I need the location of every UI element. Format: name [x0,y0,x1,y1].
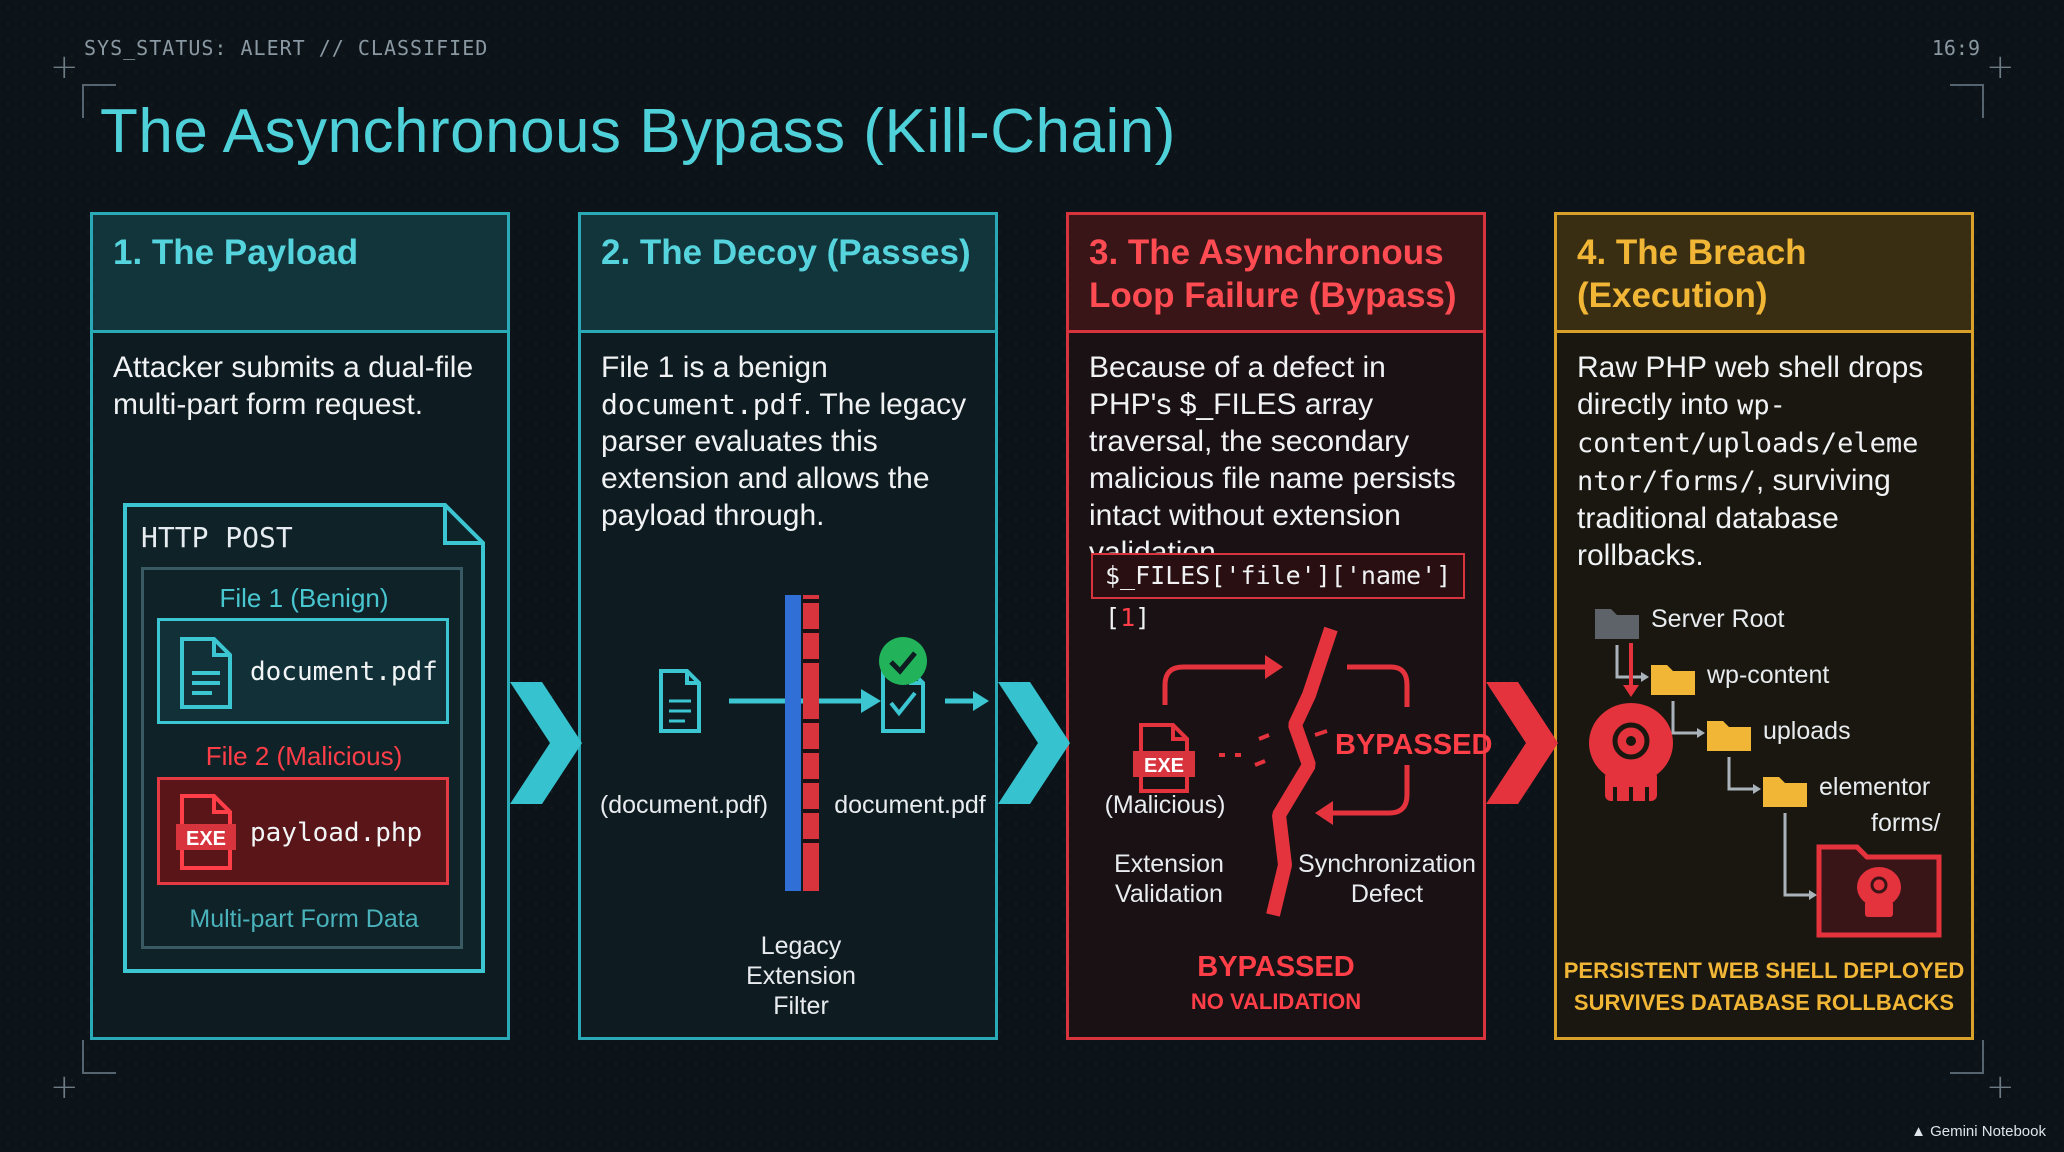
chevron-right-icon [1486,682,1558,804]
folder-icon [1595,609,1639,639]
heading-line: 4. The Breach [1577,233,1807,272]
heading-line: Loop Failure (Bypass) [1089,276,1457,315]
form-data-label: Multi-part Form Data [189,905,419,933]
footer-line: SURVIVES DATABASE ROLLBACKS [1573,990,1955,1015]
folder-icon [1707,721,1751,751]
bypassed-side-label: BYPASSED [1335,729,1493,761]
check-circle-icon [879,637,927,685]
exe-file-icon [1133,723,1195,793]
panel-payload: 1. The Payload Attacker submits a dual-f… [90,212,510,1040]
body-code: wp-content/uploads/eleme ntor/forms/ [1577,390,1918,497]
page-title: The Asynchronous Bypass (Kill-Chain) [100,97,1176,166]
bypass-graphic [1133,626,1410,917]
http-post-label: HTTP POST [141,521,293,554]
code-text: ] [1135,603,1151,632]
file1-label: File 1 (Benign) [219,583,389,613]
left-doc-label: (document.pdf) [599,791,769,819]
panel-body: Attacker submits a dual-file multi-part … [113,351,474,421]
crosshair-icon: + [1986,1067,2015,1107]
sync-defect-label: Synchronization Defect [1287,849,1487,909]
body-text: File 1 is a benign [601,351,828,384]
folder-icon [1763,777,1807,807]
corner-bracket [82,84,116,118]
corner-bracket [82,1040,116,1074]
decoy-flow-graphic [659,595,989,891]
code-text: $_FILES['file']['name'][ [1105,561,1452,632]
label-line: Synchronization [1298,850,1476,878]
infected-folder-icon [1816,844,1942,938]
panel-breach: 4. The Breach (Execution) Raw PHP web sh… [1554,212,1974,1040]
panel-body: File 1 is a benign document.pdf. The leg… [581,333,995,534]
document-icon [180,637,232,709]
panel-decoy: 2. The Decoy (Passes) File 1 is a benign… [578,212,998,1040]
filter-bar [785,595,801,891]
panel-bypass: 3. The Asynchronous Loop Failure (Bypass… [1066,212,1492,1040]
body-code: document.pdf [601,388,804,421]
form-data-box [141,567,463,949]
heading-line: (Execution) [1577,276,1768,315]
exe-badge: EXE [1143,755,1185,777]
crosshair-icon: + [1986,47,2015,87]
aspect-ratio-label: 16:9 [1931,36,1980,60]
file2-card: EXE payload.php [157,777,449,885]
panel-body: Because of a defect in PHP's $_FILES arr… [1089,351,1456,569]
folder-icon [1651,665,1695,695]
file1-card: document.pdf [157,618,449,724]
panel-heading: 4. The Breach (Execution) [1557,215,1971,333]
filter-bar [803,595,819,891]
footer-line: PERSISTENT WEB SHELL DEPLOYED [1563,958,1965,983]
filter-label-line: Legacy [760,932,842,960]
tree-item-elementor: elementor [1819,773,1931,801]
file1-name: document.pdf [250,657,438,687]
right-doc-label: document.pdf [834,791,986,819]
chevron-right-icon [510,682,582,804]
panel-heading: 1. The Payload [93,215,507,333]
file2-label: File 2 (Malicious) [205,741,403,771]
corner-bracket [1950,84,1984,118]
credit-text: Gemini Notebook [1930,1123,2046,1140]
filter-label-line: Extension [746,962,856,990]
http-post-document: HTTP POST File 1 (Benign) document.pdf F… [123,503,485,973]
panel-heading: 3. The Asynchronous Loop Failure (Bypass… [1069,215,1483,333]
label-line: Extension [1114,850,1224,878]
body-text: . The legacy parser evaluates this exten… [601,388,967,532]
tree-item-uploads: uploads [1763,717,1851,745]
exe-badge: EXE [185,828,227,850]
crosshair-icon: + [50,1067,79,1107]
label-line: Defect [1350,880,1424,908]
exe-file-icon [176,794,236,870]
corner-bracket [1950,1040,1984,1074]
panel-body: Raw PHP web shell drops directly into wp… [1557,333,1971,574]
heading-line: 3. The Asynchronous [1089,233,1444,272]
chevron-right-icon [998,682,1070,804]
tree-item-wp-content: wp-content [1707,661,1830,689]
extension-validation-label: Extension Validation [1079,849,1259,909]
code-index: 1 [1120,603,1136,632]
tree-item-server-root: Server Root [1651,605,1785,633]
panel-heading: 2. The Decoy (Passes) [581,215,995,333]
skull-biohazard-icon [1589,703,1673,801]
body-text: , surviving traditional database rollbac… [1577,464,1891,572]
document-icon [659,669,701,733]
system-status: SYS_STATUS: ALERT // CLASSIFIED [84,36,489,60]
directory-tree-graphic [1589,609,1942,938]
files-code-snippet: $_FILES['file']['name'][1] [1091,553,1465,632]
crosshair-icon: + [50,47,79,87]
breach-footer: PERSISTENT WEB SHELL DEPLOYED SURVIVES D… [1557,955,1971,1019]
file2-name: payload.php [250,818,423,848]
code-line: ntor/forms/ [1577,466,1756,497]
credit-label: ▲ Gemini Notebook [1911,1123,2046,1140]
no-validation-label: NO VALIDATION [1190,989,1362,1014]
bypassed-label: BYPASSED [1197,951,1355,983]
body-text: Raw PHP web shell drops directly into [1577,351,1924,421]
tree-item-forms: forms/ [1871,809,1941,837]
label-line: Validation [1115,880,1223,908]
filter-label: Legacy Extension Filter [711,931,891,1021]
filter-label-line: Filter [773,992,829,1020]
malicious-label: (Malicious) [1104,791,1226,819]
code-line: wp-content/uploads/eleme [1577,390,1919,459]
